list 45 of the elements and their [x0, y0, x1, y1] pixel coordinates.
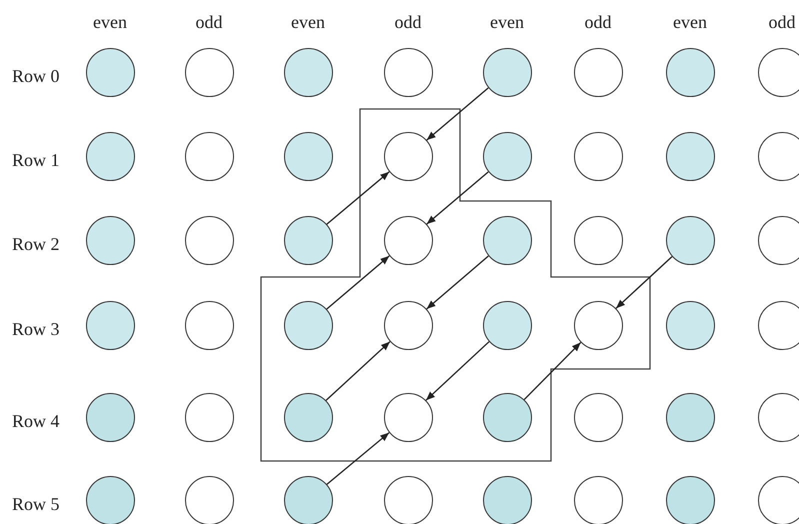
column-label: even [93, 12, 127, 32]
arrow [326, 432, 390, 485]
column-label: odd [768, 12, 796, 32]
circle [384, 132, 432, 180]
column-label: odd [394, 12, 422, 32]
column-label: even [673, 12, 707, 32]
row-label: Row 2 [12, 234, 60, 254]
circle [284, 392, 332, 442]
circle [384, 216, 432, 264]
row-label: Row 4 [12, 411, 60, 431]
row-label: Row 1 [12, 150, 60, 170]
row-label: Row 3 [12, 319, 60, 339]
arrow [426, 171, 489, 225]
circle [758, 476, 799, 524]
circle [482, 48, 532, 96]
arrow [616, 256, 672, 309]
circle [284, 476, 332, 524]
circle [482, 216, 532, 264]
circle [666, 216, 714, 264]
column-label: even [291, 12, 325, 32]
row-label: Row 0 [12, 66, 60, 86]
arrow [426, 87, 489, 141]
arrow [524, 342, 582, 400]
circle [384, 300, 432, 350]
column-label: odd [196, 12, 222, 32]
row-label: Row 5 [12, 494, 60, 514]
circle [482, 392, 532, 442]
arrow [426, 341, 490, 401]
circle [758, 300, 799, 350]
circle [758, 132, 799, 180]
circle [574, 300, 622, 350]
arrow [326, 341, 390, 401]
column-label: odd [584, 12, 612, 32]
circle [284, 216, 332, 264]
circle [482, 132, 532, 180]
circle [384, 392, 432, 442]
circle [758, 48, 799, 96]
circle [758, 392, 799, 442]
arrow [426, 255, 489, 310]
arrow [326, 255, 390, 310]
circle [758, 216, 799, 264]
arrow [326, 171, 390, 225]
circle [482, 300, 532, 350]
circle [284, 300, 332, 350]
column-label: even [490, 12, 524, 32]
